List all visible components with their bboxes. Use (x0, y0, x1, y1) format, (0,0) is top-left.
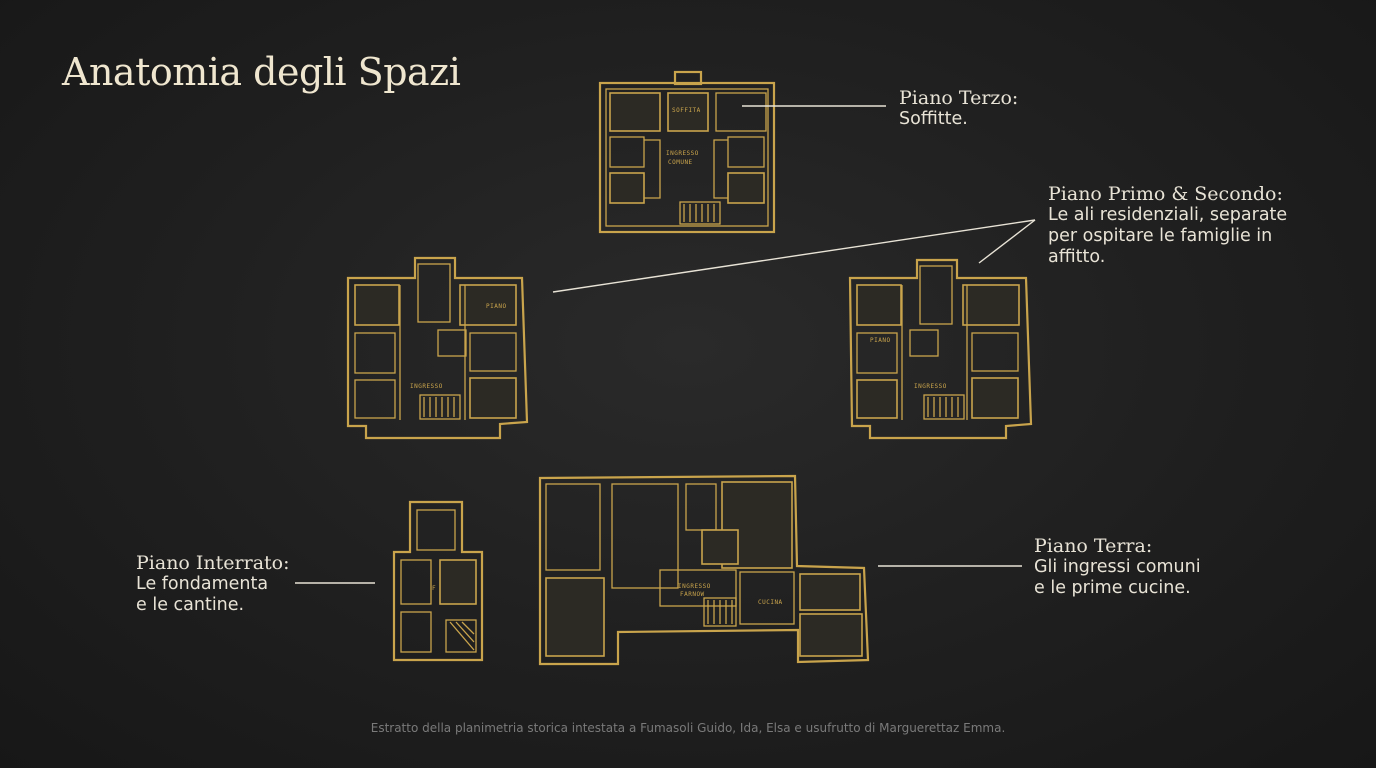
leader-line-secondo (978, 219, 1036, 264)
floor-plan-third: SOFFITA INGRESSO COMUNE (598, 70, 776, 234)
label-piano-terzo-line: Soffitte. (899, 109, 968, 129)
label-piano-interrato-line: e le cantine. (136, 595, 245, 615)
svg-text:INGRESSO: INGRESSO (666, 150, 699, 157)
label-piano-primo-secondo-line: Le ali residenziali, separate (1048, 205, 1288, 225)
svg-text:F: F (432, 585, 436, 592)
floor-plan-first: INGRESSO PIANO (346, 256, 529, 440)
label-piano-primo-secondo-heading: Piano Primo & Secondo: (1048, 183, 1283, 205)
label-piano-terra: Piano Terra: Gli ingressi comuni e le pr… (1034, 536, 1201, 599)
svg-text:CUCINA: CUCINA (758, 599, 783, 606)
label-piano-terra-line: Gli ingressi comuni (1034, 557, 1201, 577)
svg-text:INGRESSO: INGRESSO (410, 383, 443, 390)
svg-text:PIANO: PIANO (486, 303, 507, 310)
label-piano-primo-secondo-line: per ospitare le famiglie in (1048, 226, 1273, 246)
floor-plan-second: INGRESSO PIANO (848, 258, 1033, 440)
label-piano-interrato: Piano Interrato: Le fondamenta e le cant… (136, 553, 290, 616)
leader-lines (295, 105, 1036, 584)
label-piano-primo-secondo: Piano Primo & Secondo: Le ali residenzia… (1048, 184, 1287, 268)
svg-text:PIANO: PIANO (870, 337, 891, 344)
label-piano-primo-secondo-line: affitto. (1048, 247, 1106, 267)
svg-text:SOFFITA: SOFFITA (672, 107, 701, 114)
footer-caption: Estratto della planimetria storica intes… (370, 721, 1006, 735)
floor-plan-basement: F (392, 500, 484, 662)
svg-text:FARNOW: FARNOW (680, 591, 705, 598)
label-piano-terra-heading: Piano Terra: (1034, 535, 1153, 557)
label-piano-interrato-heading: Piano Interrato: (136, 552, 290, 574)
label-piano-terzo-heading: Piano Terzo: (899, 87, 1019, 109)
svg-text:INGRESSO: INGRESSO (914, 383, 947, 390)
label-piano-terzo: Piano Terzo: Soffitte. (899, 88, 1018, 130)
svg-text:COMUNE: COMUNE (668, 159, 693, 166)
svg-text:INGRESSO: INGRESSO (678, 583, 711, 590)
floor-plan-ground: INGRESSO FARNOW CUCINA (538, 474, 870, 666)
leader-line-primo (552, 219, 1036, 293)
slide-title: Anatomia degli Spazi (62, 50, 461, 94)
label-piano-interrato-line: Le fondamenta (136, 574, 269, 594)
label-piano-terra-line: e le prime cucine. (1034, 578, 1191, 598)
